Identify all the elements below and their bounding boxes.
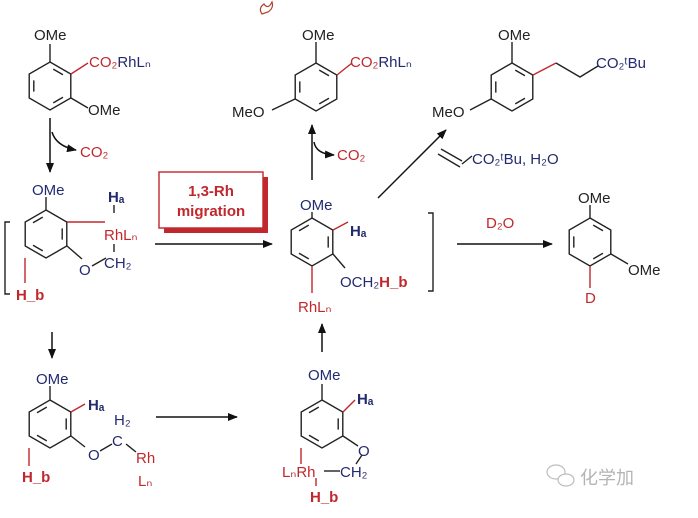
label-och2hb: OCH₂H_b — [340, 274, 408, 291]
label-hb: H_b — [22, 469, 50, 486]
label-ch2: CH₂ — [340, 464, 368, 481]
wechat-icon — [546, 464, 575, 487]
label-ome: OMe — [302, 27, 335, 44]
intermediate-rhodacycle: OMe Hₐ RhLₙ CH₂ O H_b — [4, 182, 138, 304]
molecule-product-carboxylate: OMe CO₂RhLₙ MeO — [232, 27, 412, 121]
label-c: C — [112, 433, 123, 450]
label-co2rhln: CO₂RhLₙ — [350, 54, 412, 71]
intermediate-aryl-rh: OMe Hₐ OCH₂H_b RhLₙ — [298, 197, 434, 316]
curved-arrow-co2 — [313, 141, 335, 159]
double-bond — [592, 252, 604, 260]
label-ome: OMe — [498, 27, 531, 44]
label-ome: OMe — [628, 262, 661, 279]
double-bond — [318, 69, 330, 77]
label-o: O — [88, 447, 100, 464]
double-bond — [298, 252, 310, 260]
label-ome: OMe — [36, 371, 69, 388]
double-bond — [514, 69, 526, 77]
label-d: D — [585, 290, 596, 307]
label-ha: Hₐ — [350, 223, 367, 240]
double-bond — [52, 96, 64, 104]
label-ln: Lₙ — [138, 473, 152, 490]
label-h2: H₂ — [114, 412, 131, 429]
migration-label-box: 1,3-Rh migration — [158, 171, 268, 233]
label-ch2: CH₂ — [104, 255, 132, 272]
intermediate-rhodacycle-2: OMe Hₐ O CH₂ LₙRh H_b — [282, 367, 374, 506]
benzene-ring — [300, 399, 344, 449]
label-d2o: D₂O — [486, 215, 514, 232]
benzene-ring — [490, 62, 534, 112]
label-ome: OMe — [34, 27, 67, 44]
label-co2rhln: CO₂RhLₙ — [89, 54, 151, 71]
label-ome: OMe — [300, 197, 333, 214]
double-bond — [32, 216, 44, 224]
label-o: O — [79, 262, 91, 279]
benzene-ring — [294, 62, 338, 112]
label-ester: CO₂ᵗBu — [596, 55, 646, 72]
molecule-rh-carboxylate: OMe CO₂RhLₙ OMe — [34, 27, 151, 119]
double-bond — [514, 97, 526, 105]
watermark: 化学加 — [546, 464, 634, 489]
label-ha: Hₐ — [357, 391, 374, 408]
molecule-deuterated-product: OMe OMe D — [578, 190, 661, 307]
label-o: O — [358, 443, 370, 460]
double-bond — [308, 406, 320, 414]
label-rh: Rh — [136, 450, 155, 467]
molecule-hydroarylation-product: OMe CO₂ᵗBu MeO — [432, 27, 646, 121]
benzene-ring — [568, 217, 612, 267]
label-hb: H_b — [310, 489, 338, 506]
arrow-to-hydroarylation — [377, 129, 447, 199]
double-bond — [36, 434, 48, 442]
label-ome: OMe — [308, 367, 341, 384]
svg-text:化学加: 化学加 — [580, 468, 634, 489]
double-bond — [36, 406, 48, 414]
double-bond — [592, 224, 604, 232]
curved-arrow-co2 — [51, 131, 77, 153]
label-ome: OMe — [32, 182, 65, 199]
label-lnrh: LₙRh — [282, 464, 316, 481]
svg-text:migration: migration — [177, 203, 245, 220]
double-bond — [298, 224, 310, 232]
label-hb: H_b — [16, 287, 44, 304]
svg-text:CO₂ᵗBu, H₂O: CO₂ᵗBu, H₂O — [472, 151, 559, 168]
bracket-right — [428, 212, 434, 292]
benzene-ring — [28, 399, 72, 449]
label-meo: MeO — [232, 104, 265, 121]
double-bond — [308, 434, 320, 442]
reagent-tbu-acrylate: CO₂ᵗBu, H₂O — [437, 148, 559, 168]
bracket-left — [4, 221, 10, 295]
double-bond — [52, 68, 64, 76]
label-ome: OMe — [88, 102, 121, 119]
label-rhln: RhLₙ — [298, 299, 332, 316]
benzene-ring — [290, 217, 334, 267]
benzene-rings — [24, 61, 612, 449]
label-ome: OMe — [578, 190, 611, 207]
intermediate-alkyl-rh: OMe Hₐ H₂ O C Rh Lₙ H_b — [22, 371, 155, 490]
label-rhln: RhLₙ — [104, 227, 138, 244]
label-co2: CO₂ — [337, 147, 366, 164]
benzene-ring — [28, 61, 72, 111]
double-bond — [32, 244, 44, 252]
label-ha: Hₐ — [108, 189, 125, 206]
decorative-squiggle — [259, 0, 274, 15]
svg-text:1,3-Rh: 1,3-Rh — [188, 183, 234, 200]
label-meo: MeO — [432, 104, 465, 121]
label-co2: CO₂ — [80, 144, 109, 161]
double-bond — [318, 97, 330, 105]
label-ha: Hₐ — [88, 397, 105, 414]
benzene-ring — [24, 209, 68, 259]
